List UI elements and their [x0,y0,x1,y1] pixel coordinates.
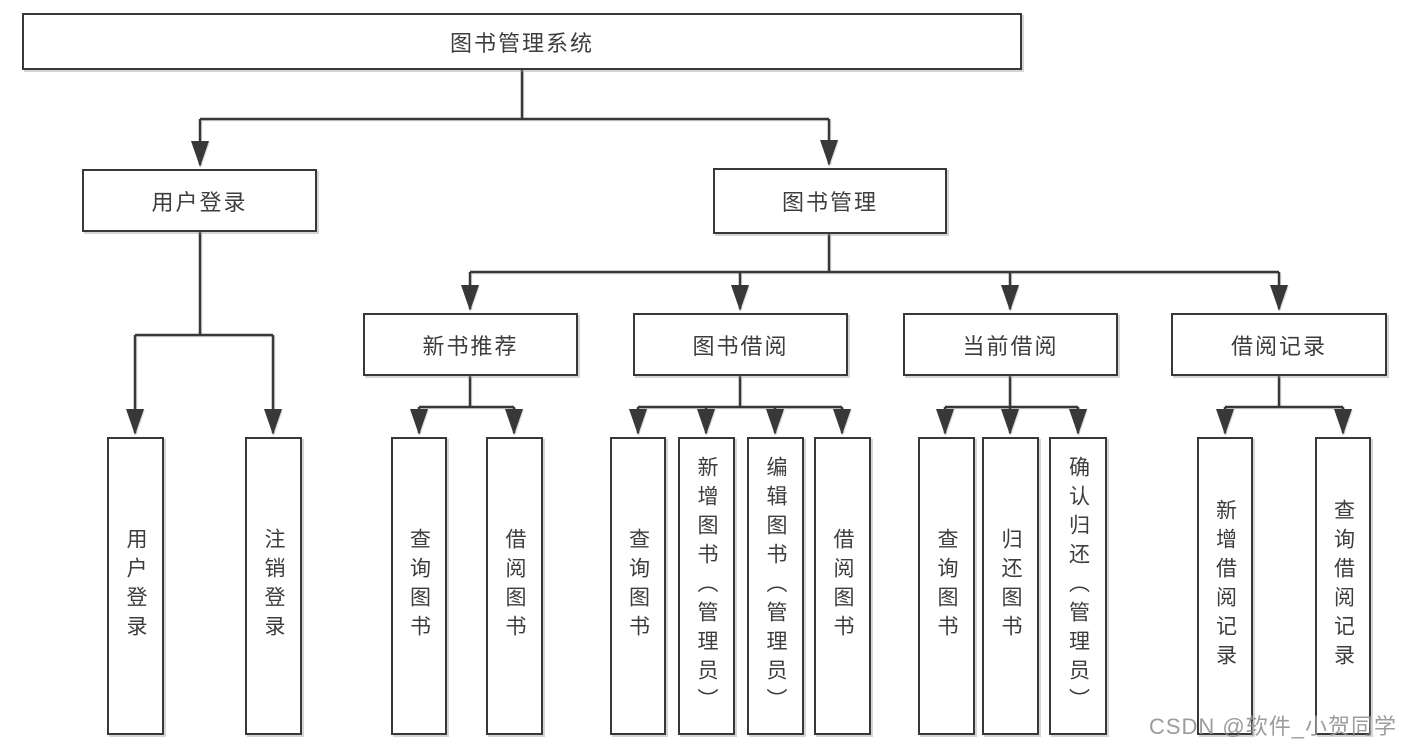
leaf-bb-add-books-admin: 新增图书（管理员） [678,437,735,735]
leaf-nbr-borrow-books: 借阅图书 [486,437,543,735]
leaf-cb-query-books: 查询图书 [918,437,975,735]
leaf-bb-borrow-books: 借阅图书 [814,437,871,735]
leaf-user-login-label: 用户登录 [124,528,147,644]
node-current-borrowing-label: 当前借阅 [962,333,1059,359]
csdn-watermark: CSDN @软件_小贺同学 [1148,714,1397,739]
leaf-br-query-record-label: 查询借阅记录 [1331,499,1355,673]
leaf-bb-edit-books-admin-label: 编辑图书（管理员） [764,455,787,717]
node-book-management: 图书管理 [713,168,947,234]
leaf-bb-borrow-books-label: 借阅图书 [831,528,854,644]
node-root-label: 图书管理系统 [449,30,594,56]
node-book-borrowing: 图书借阅 [633,313,848,376]
leaf-cb-confirm-return-admin-label: 确认归还（管理员） [1066,455,1090,717]
leaf-nbr-borrow-books-label: 借阅图书 [503,528,526,644]
leaf-logout: 注销登录 [245,437,302,735]
leaf-cb-query-books-label: 查询图书 [935,528,958,644]
leaf-br-query-record: 查询借阅记录 [1315,437,1371,735]
leaf-cb-return-books: 归还图书 [982,437,1039,735]
node-book-management-label: 图书管理 [781,190,878,215]
leaf-br-add-record: 新增借阅记录 [1197,437,1253,735]
leaf-cb-confirm-return-admin: 确认归还（管理员） [1049,437,1107,735]
leaf-user-login: 用户登录 [107,437,164,735]
leaf-logout-label: 注销登录 [262,528,285,644]
leaf-br-add-record-label: 新增借阅记录 [1213,499,1237,673]
node-borrowing-records: 借阅记录 [1171,313,1387,376]
leaf-bb-add-books-admin-label: 新增图书（管理员） [695,455,718,717]
node-book-borrowing-label: 图书借阅 [692,333,789,359]
node-root: 图书管理系统 [22,13,1022,70]
leaf-cb-return-books-label: 归还图书 [999,528,1022,644]
leaf-nbr-query-books-label: 查询图书 [407,528,431,644]
node-current-borrowing: 当前借阅 [903,313,1118,376]
node-borrowing-records-label: 借阅记录 [1230,333,1327,359]
leaf-bb-query-books-label: 查询图书 [626,528,650,644]
node-new-book-recommend-label: 新书推荐 [422,333,519,359]
node-user-login-label: 用户登录 [151,189,248,215]
node-new-book-recommend: 新书推荐 [363,313,578,376]
node-user-login: 用户登录 [82,169,317,232]
leaf-nbr-query-books: 查询图书 [391,437,447,735]
leaf-bb-edit-books-admin: 编辑图书（管理员） [747,437,804,735]
leaf-bb-query-books: 查询图书 [610,437,666,735]
